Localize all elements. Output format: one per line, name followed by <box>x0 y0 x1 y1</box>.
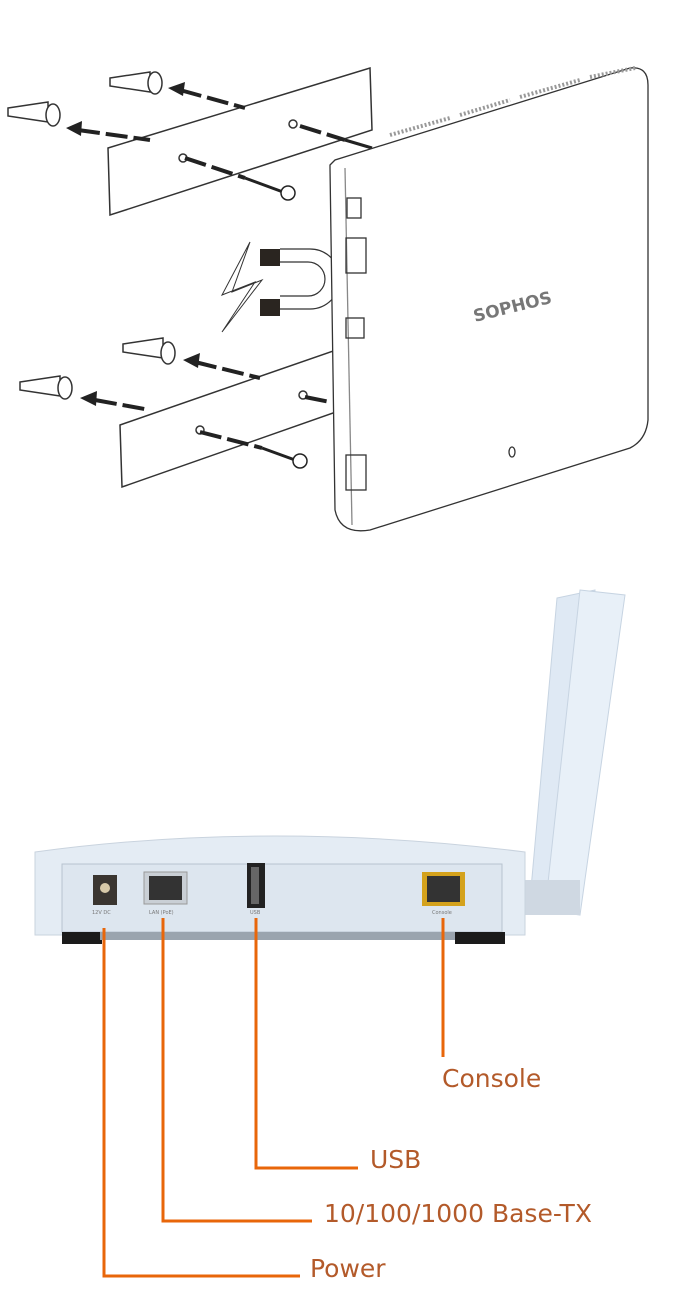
port-label-usb: USB <box>250 910 261 916</box>
callout-line-power <box>102 928 300 1278</box>
callout-lines <box>102 918 445 1278</box>
callout-label-lan: 10/100/1000 Base-TX <box>324 1199 592 1228</box>
magnet-icon <box>260 248 341 316</box>
port-label-power: 12V DC <box>92 910 111 916</box>
callout-line-lan <box>161 918 312 1223</box>
callout-line-usb <box>254 918 358 1170</box>
callout-label-console: Console <box>442 1064 541 1093</box>
wall-anchors <box>7 71 176 400</box>
callout-label-power: Power <box>310 1254 386 1283</box>
access-point-device <box>329 66 649 532</box>
callout-label-usb: USB <box>370 1145 421 1174</box>
screws <box>244 138 373 469</box>
port-label-console: Console <box>432 910 452 916</box>
device-rear-view: 12V DC LAN (PoE) USB Console <box>34 589 626 944</box>
upper-bracket <box>107 66 373 217</box>
port-label-lan: LAN (PoE) <box>149 910 174 916</box>
lightning-icon <box>220 241 264 333</box>
mounting-illustration <box>7 66 649 532</box>
